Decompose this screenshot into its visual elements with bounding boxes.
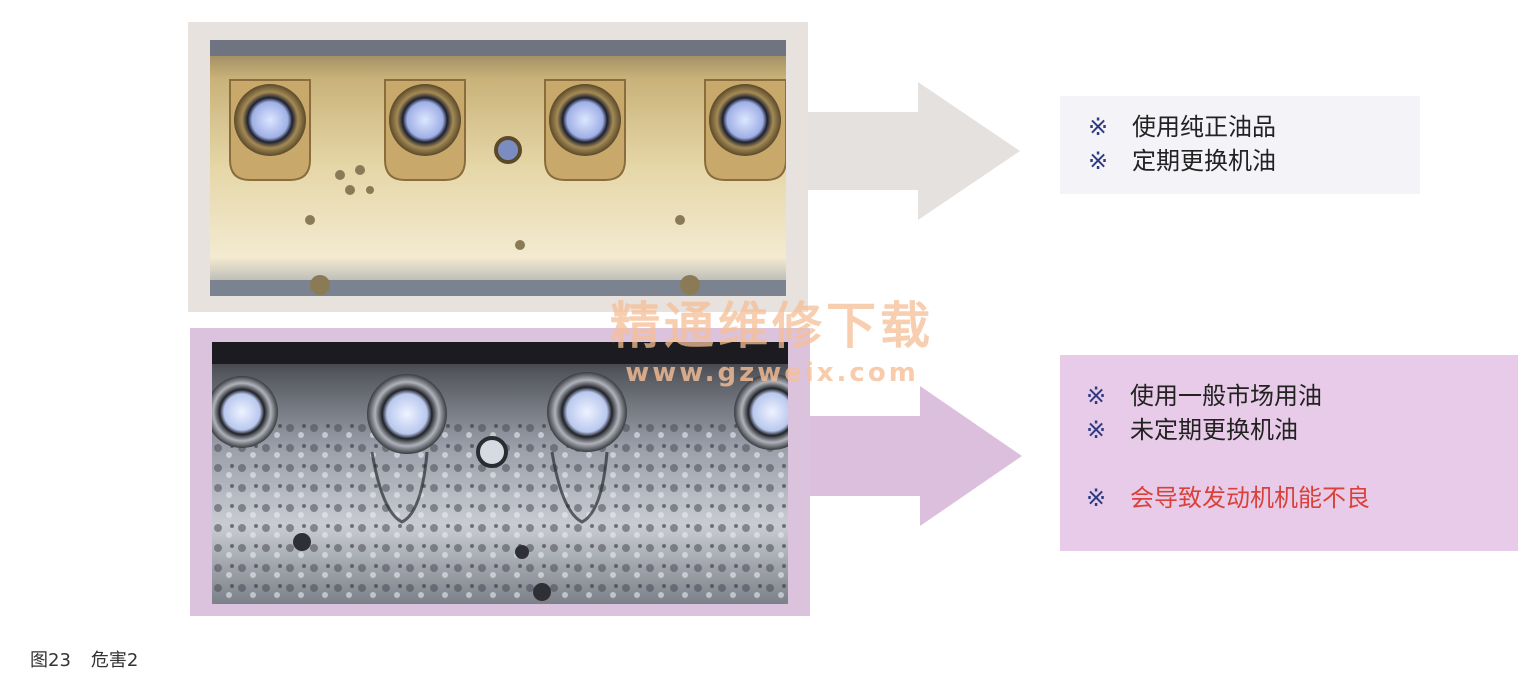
arrow-right-icon	[810, 386, 1022, 526]
reference-mark-icon: ※	[1088, 113, 1109, 141]
good-practice-item: ※使用纯正油品	[1088, 110, 1420, 144]
clean-engine-photo-frame	[188, 22, 808, 312]
figure-title: 危害2	[90, 650, 139, 671]
reference-mark-icon: ※	[1088, 147, 1109, 175]
good-practice-item: ※定期更换机油	[1088, 144, 1420, 178]
reference-mark-icon: ※	[1086, 416, 1107, 444]
warning-text: 会导致发动机机能不良	[1130, 484, 1370, 512]
figure-number: 图23	[30, 650, 71, 671]
clean-engine-photo	[210, 40, 786, 296]
reference-mark-icon: ※	[1086, 382, 1107, 410]
sludged-engine-photo	[212, 342, 788, 604]
reference-mark-icon: ※	[1086, 484, 1107, 512]
sludged-engine-photo-frame	[190, 328, 810, 616]
bad-practice-item: ※使用一般市场用油	[1086, 379, 1518, 413]
warning-item: ※ 会导致发动机机能不良	[1086, 481, 1518, 515]
figure-caption: 图23 危害2	[30, 646, 138, 672]
bad-practice-box: ※使用一般市场用油 ※未定期更换机油 ※ 会导致发动机机能不良	[1060, 355, 1518, 551]
arrow-right-icon	[808, 82, 1020, 220]
good-practice-box: ※使用纯正油品 ※定期更换机油	[1060, 96, 1420, 194]
bad-practice-item: ※未定期更换机油	[1086, 413, 1518, 447]
